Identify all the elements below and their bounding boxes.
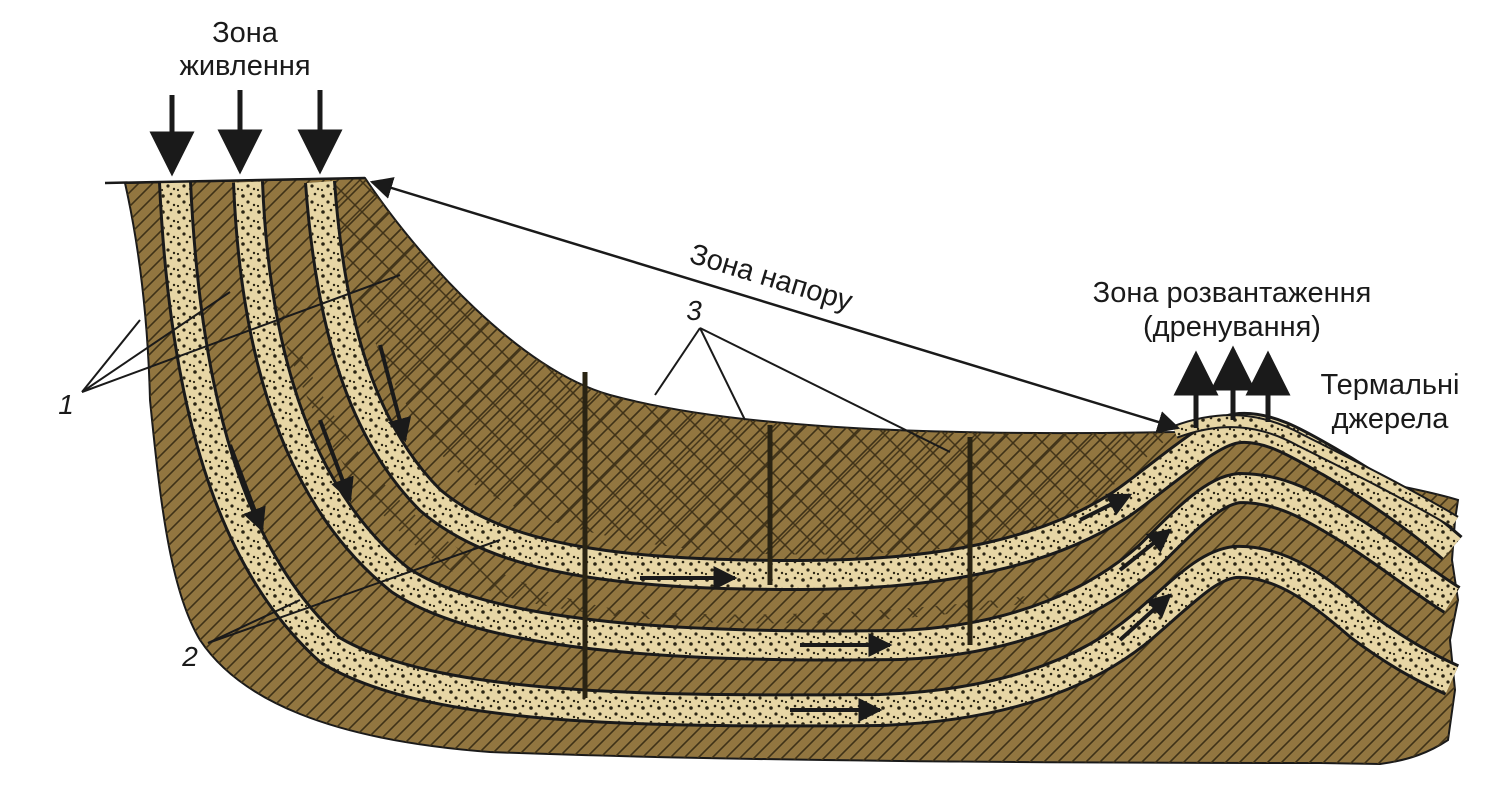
flow-arrow-icon: [1118, 593, 1172, 642]
pressure-zone-arrow: [369, 177, 1181, 433]
callout-wells: 3: [686, 295, 702, 326]
flow-arrow-icon: [1079, 493, 1133, 522]
thermal-springs-label-line2: джерела: [1332, 403, 1450, 435]
callout-aquifers: 1: [58, 389, 74, 420]
aquifer-layers: [158, 180, 1463, 728]
discharge-arrows: [1173, 345, 1291, 428]
recharge-arrows: [149, 90, 343, 177]
callout-aquitards: 2: [181, 641, 198, 672]
thermal-springs-label-line1: Термальні: [1321, 369, 1460, 401]
flow-arrow-icon: [228, 444, 266, 533]
discharge-zone-label-line1: Зона розвантаження: [1093, 277, 1372, 309]
recharge-zone-label-line2: живлення: [179, 50, 310, 82]
flow-arrow-icon: [318, 419, 354, 503]
flow-arrows: [228, 344, 1172, 722]
callout-lines: [81, 274, 951, 644]
aquifer-layer-lower: [158, 181, 1460, 728]
ground-surface-line: [104, 176, 366, 185]
recharge-zone-label-line1: Зона: [212, 17, 279, 49]
flow-arrow-icon: [1118, 528, 1172, 572]
aquifer-layer-middle: [232, 181, 1461, 662]
discharge-zone-label-line2: (дренування): [1143, 311, 1321, 343]
pressure-zone-label: Зона напору: [686, 238, 857, 318]
